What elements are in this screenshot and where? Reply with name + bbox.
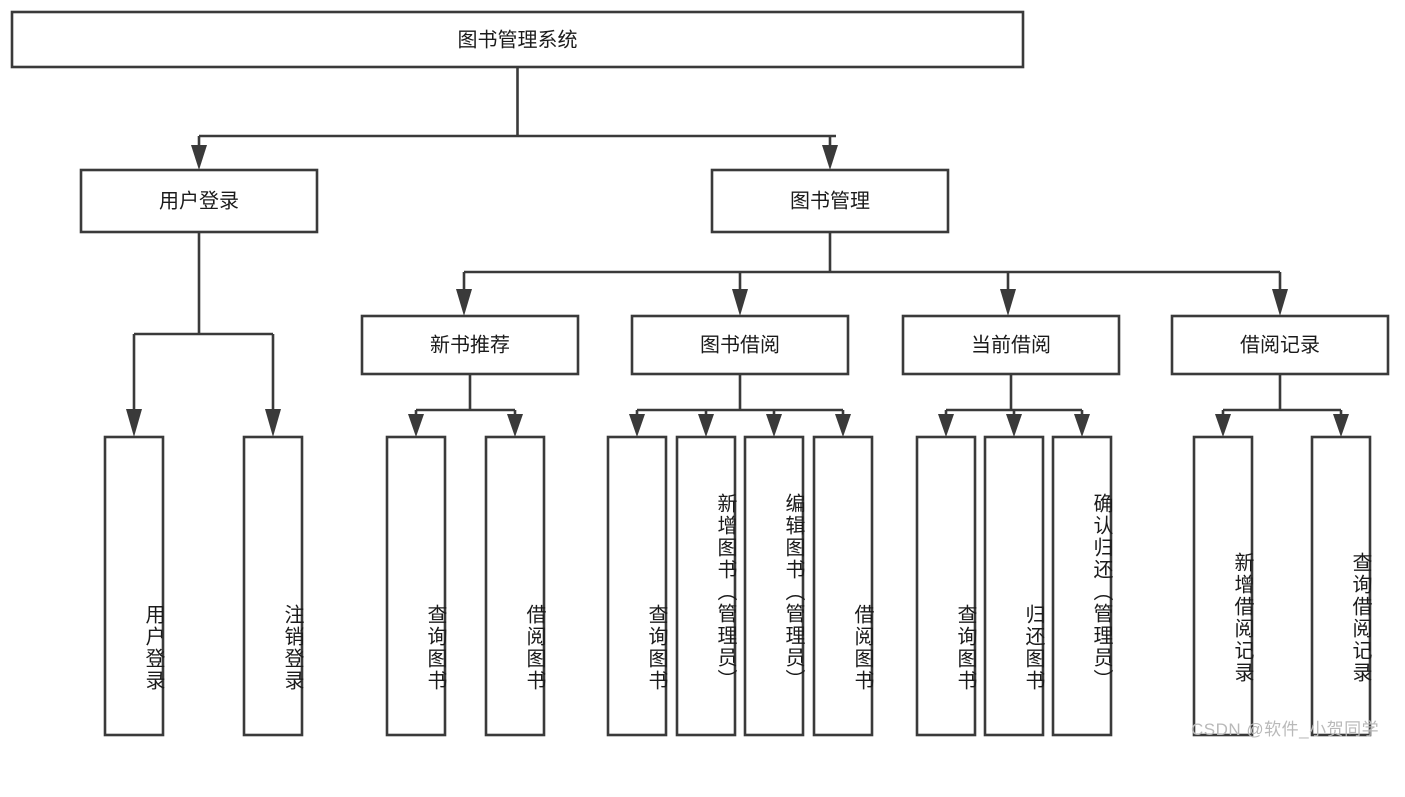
leaf-box-bw-add-book[interactable]: [675, 435, 737, 737]
node-root-system[interactable]: 图书管理系统: [10, 10, 1025, 69]
connector-group-records: [1215, 374, 1349, 437]
node-user-login-box[interactable]: [79, 168, 319, 234]
arrow-head-cb-query-book: [938, 414, 954, 437]
node-current-borrow-box[interactable]: [901, 314, 1121, 376]
arrow-head-leaf-user-login: [126, 409, 142, 437]
arrow-head-records: [1272, 289, 1288, 316]
arrow-head-bw-borrow-book: [835, 414, 851, 437]
leaf-boxes-group: [103, 435, 1372, 737]
arrow-head-nb-query-book: [408, 414, 424, 437]
arrow-head-rc-query-record: [1333, 414, 1349, 437]
node-book-borrow-box[interactable]: [630, 314, 850, 376]
arrow-head-bw-edit-book: [766, 414, 782, 437]
node-borrow-records[interactable]: 借阅记录: [1170, 314, 1390, 376]
leaf-box-rc-add-record[interactable]: [1192, 435, 1254, 737]
arrow-head-leaf-logout: [265, 409, 281, 437]
arrow-head-current: [1000, 289, 1016, 316]
node-current-borrow-label: 当前借阅: [971, 333, 1051, 356]
node-book-borrow[interactable]: 图书借阅: [630, 314, 850, 376]
node-borrow-records-label: 借阅记录: [1240, 333, 1320, 356]
arrow-head-rc-add-record: [1215, 414, 1231, 437]
leaf-box-logout[interactable]: [242, 435, 304, 737]
node-borrow-records-box[interactable]: [1170, 314, 1390, 376]
node-user-login-label: 用户登录: [159, 189, 239, 212]
tree-svg-canvas: 图书管理系统 用户登录 图书管理 新书推荐 图书借阅 当前借阅 借阅记录: [10, 10, 1390, 737]
connector-group-current: [938, 374, 1090, 437]
leaf-box-cb-query-book[interactable]: [915, 435, 977, 737]
arrow-head-cb-return-book: [1006, 414, 1022, 437]
leaf-box-rc-query-record[interactable]: [1310, 435, 1372, 737]
connector-group-borrow: [629, 374, 851, 437]
arrow-head-user-login: [191, 145, 207, 170]
node-root-system-label: 图书管理系统: [458, 28, 578, 51]
leaf-box-nb-query-book[interactable]: [385, 435, 447, 737]
leaf-box-user-login[interactable]: [103, 435, 165, 737]
arrow-head-nb-borrow-book: [507, 414, 523, 437]
csdn-watermark: CSDN @软件_小贺同学: [1191, 720, 1380, 739]
node-user-login[interactable]: 用户登录: [79, 168, 319, 234]
leaf-box-nb-borrow-book[interactable]: [484, 435, 546, 737]
arrow-head-new-books: [456, 289, 472, 316]
leaf-box-cb-return-book[interactable]: [983, 435, 1045, 737]
connector-group-new-books: [408, 374, 523, 437]
connector-group-book-mgmt: [456, 232, 1288, 316]
arrow-head-cb-confirm-return: [1074, 414, 1090, 437]
leaf-box-bw-borrow-book[interactable]: [812, 435, 874, 737]
leaf-box-bw-edit-book[interactable]: [743, 435, 805, 737]
connector-group-root: [191, 67, 838, 170]
node-book-management-box[interactable]: [710, 168, 950, 234]
arrow-head-bw-query-book: [629, 414, 645, 437]
leaf-box-bw-query-book[interactable]: [606, 435, 668, 737]
leaf-box-cb-confirm-return[interactable]: [1051, 435, 1113, 737]
connector-group-user-login: [126, 232, 281, 437]
node-new-book-recommend[interactable]: 新书推荐: [360, 314, 580, 376]
node-book-management-label: 图书管理: [790, 189, 870, 212]
node-book-management[interactable]: 图书管理: [710, 168, 950, 234]
arrow-head-borrow: [732, 289, 748, 316]
node-new-book-recommend-box[interactable]: [360, 314, 580, 376]
arrow-head-book-mgmt: [822, 145, 838, 170]
node-book-borrow-label: 图书借阅: [700, 333, 780, 356]
node-current-borrow[interactable]: 当前借阅: [901, 314, 1121, 376]
node-new-book-recommend-label: 新书推荐: [430, 333, 510, 356]
org-chart-diagram: 图书管理系统 用户登录 图书管理 新书推荐 图书借阅 当前借阅 借阅记录: [10, 10, 1390, 739]
arrow-head-bw-add-book: [698, 414, 714, 437]
node-root-system-box[interactable]: [10, 10, 1025, 69]
